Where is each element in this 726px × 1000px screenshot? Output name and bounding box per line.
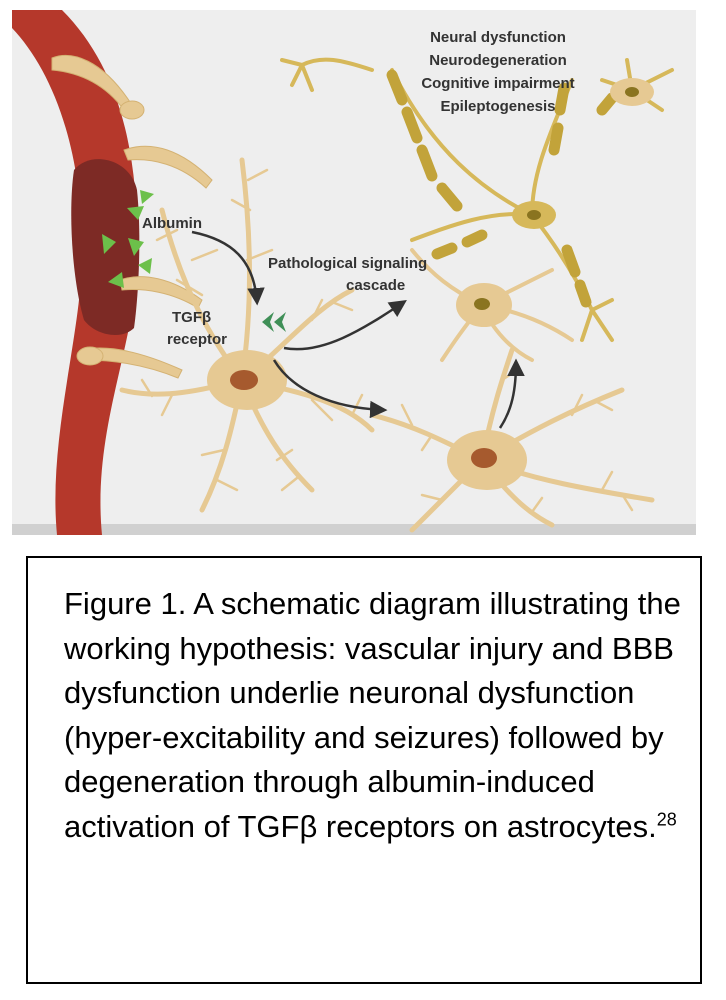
astrocyte-nucleus	[471, 448, 497, 468]
arrow-to-neurons	[498, 358, 525, 429]
astrocyte-endfeet	[51, 55, 213, 379]
label-cascade-1: Pathological signaling	[268, 255, 427, 272]
label-tgfb: TGFβ	[172, 309, 211, 326]
label-outcome-2: Neurodegeneration	[429, 52, 567, 69]
tgfb-receptor-icon	[262, 312, 286, 332]
myelin-sheath	[386, 69, 618, 308]
arrow-to-cascade	[283, 300, 407, 351]
astrocyte-receptor	[119, 157, 375, 513]
caption-text: Figure 1. A schematic diagram illustrati…	[64, 586, 681, 844]
caption-citation: 28	[656, 809, 677, 830]
label-albumin: Albumin	[142, 215, 202, 232]
diagram-svg: Albumin TGFβ receptor Pathological signa…	[12, 10, 696, 535]
signal-arrows	[191, 230, 525, 429]
astrocyte-nucleus	[230, 370, 258, 390]
caption-box: Figure 1. A schematic diagram illustrati…	[26, 556, 702, 984]
albumin-molecules	[102, 190, 154, 288]
figure-caption: Figure 1. A schematic diagram illustrati…	[64, 582, 684, 849]
label-outcome-4: Epileptogenesis	[440, 98, 555, 115]
label-outcome-1: Neural dysfunction	[430, 29, 566, 46]
label-receptor: receptor	[167, 331, 227, 348]
astrocyte-middle	[410, 248, 574, 362]
neurons	[280, 57, 674, 342]
arrow-albumin-to-receptor	[191, 230, 265, 306]
arrow-to-astrocyte	[272, 359, 388, 419]
diagram-figure: Albumin TGFβ receptor Pathological signa…	[12, 10, 696, 535]
label-cascade-2: cascade	[346, 277, 405, 294]
baseline-strip	[12, 524, 696, 535]
label-outcome-3: Cognitive impairment	[421, 75, 574, 92]
